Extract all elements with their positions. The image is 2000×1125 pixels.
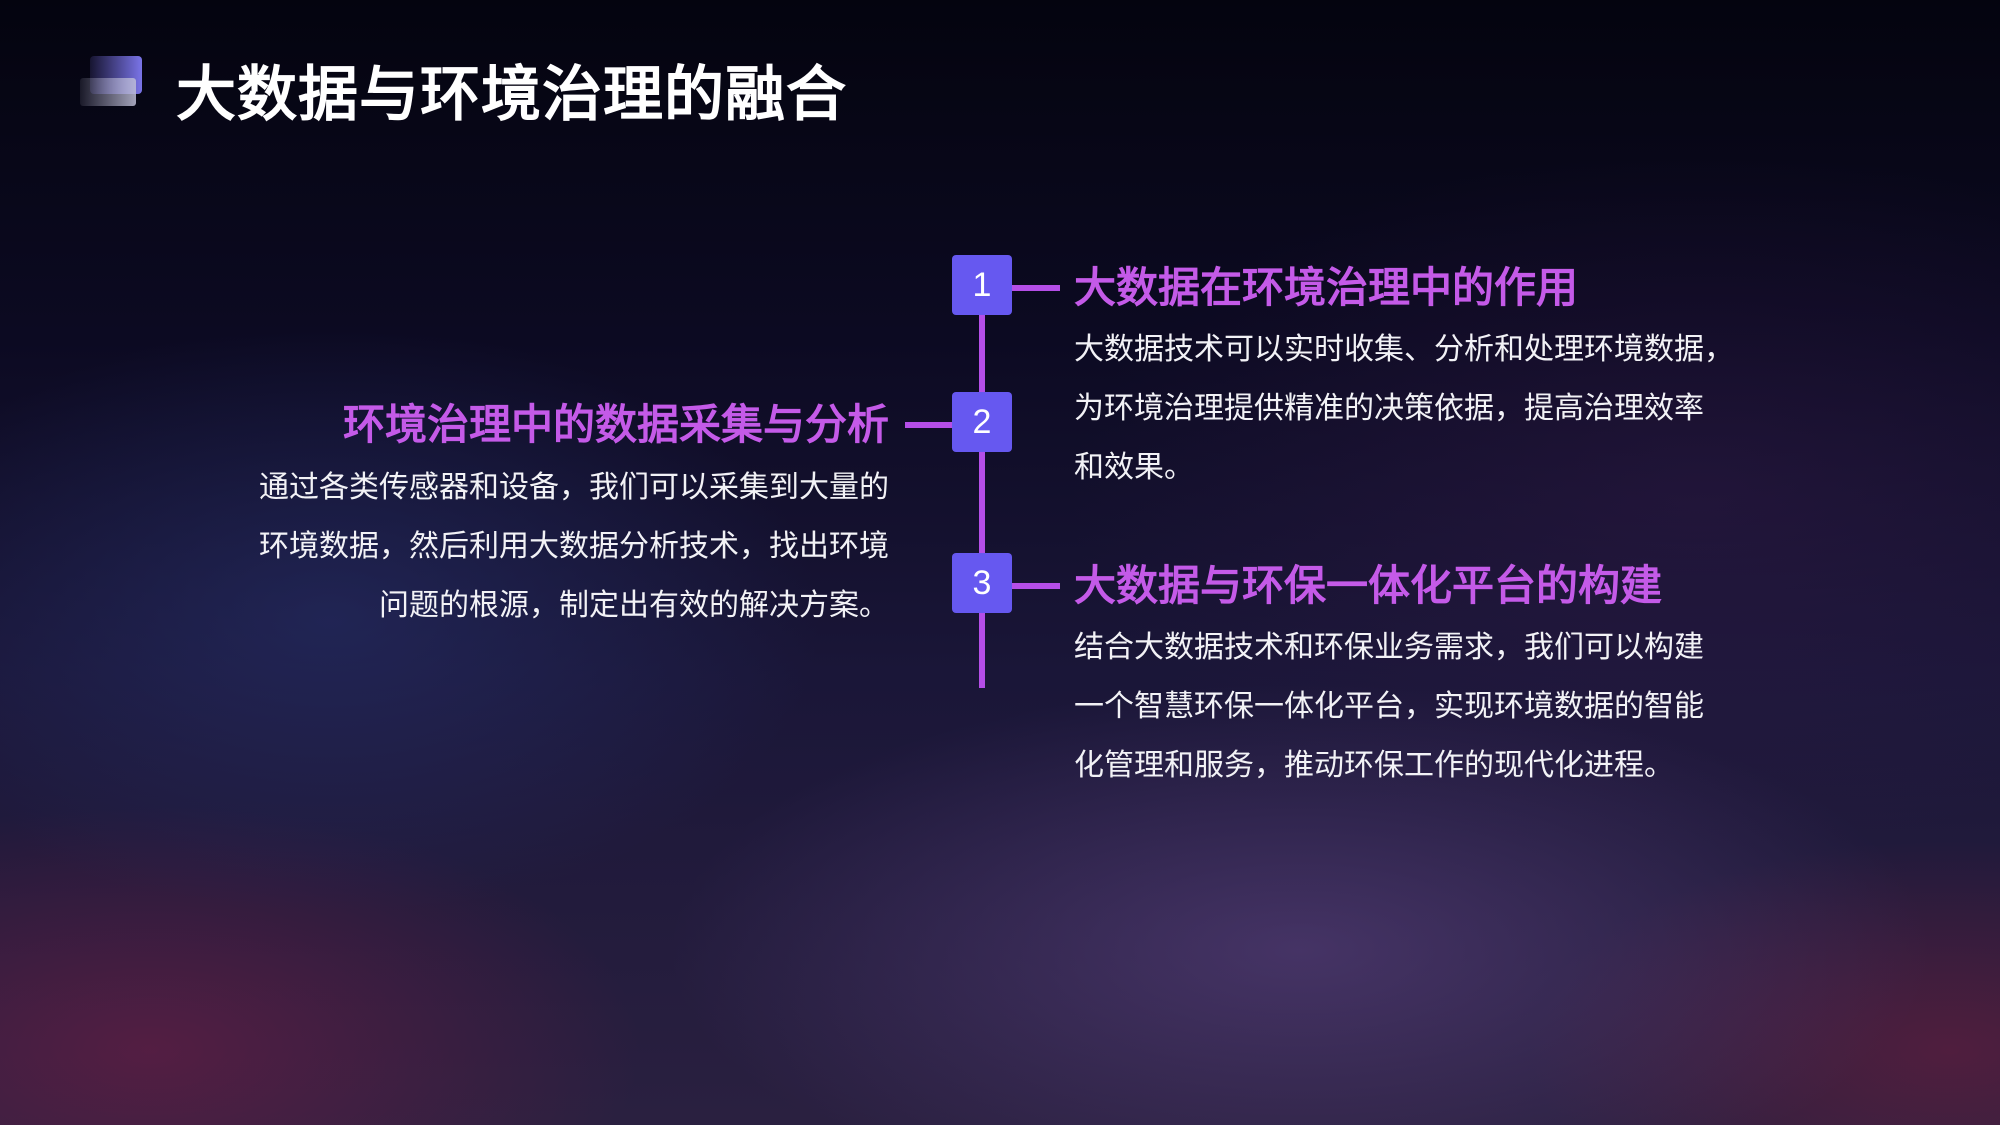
title-decoration-icon (80, 56, 142, 112)
timeline-node-2: 2 (952, 392, 1012, 452)
section-body-3-line: 化管理和服务，推动环保工作的现代化进程。 (1074, 748, 1674, 783)
section-body-3: 结合大数据技术和环保业务需求，我们可以构建 一个智慧环保一体化平台，实现环境数据… (1074, 618, 1704, 795)
section-body-3-line: 结合大数据技术和环保业务需求，我们可以构建 (1074, 630, 1704, 665)
connector-2 (905, 422, 952, 428)
timeline-node-1: 1 (952, 255, 1012, 315)
timeline-line (979, 280, 985, 688)
section-body-2-line: 通过各类传感器和设备，我们可以采集到大量的 (259, 470, 889, 505)
title-bar: 大数据与环境治理的融合 (80, 50, 980, 140)
section-body-2: 通过各类传感器和设备，我们可以采集到大量的 环境数据，然后利用大数据分析技术，找… (259, 458, 889, 635)
timeline-node-3: 3 (952, 553, 1012, 613)
section-title-3: 大数据与环保一体化平台的构建 (1074, 561, 1663, 610)
section-body-3-line: 一个智慧环保一体化平台，实现环境数据的智能 (1074, 689, 1704, 724)
section-body-2-line: 环境数据，然后利用大数据分析技术，找出环境 (259, 529, 889, 564)
section-body-1-line: 大数据技术可以实时收集、分析和处理环境数据， (1074, 332, 1734, 367)
section-body-2-line: 问题的根源，制定出有效的解决方案。 (379, 588, 889, 623)
section-body-1-line: 和效果。 (1074, 450, 1194, 485)
section-body-1-line: 为环境治理提供精准的决策依据，提高治理效率 (1074, 391, 1704, 426)
connector-1 (1012, 285, 1060, 291)
page-title: 大数据与环境治理的融合 (176, 60, 847, 130)
section-title-2: 环境治理中的数据采集与分析 (342, 400, 889, 449)
section-title-1: 大数据在环境治理中的作用 (1074, 263, 1579, 312)
section-body-1: 大数据技术可以实时收集、分析和处理环境数据， 为环境治理提供精准的决策依据，提高… (1074, 320, 1734, 497)
connector-3 (1012, 583, 1060, 589)
